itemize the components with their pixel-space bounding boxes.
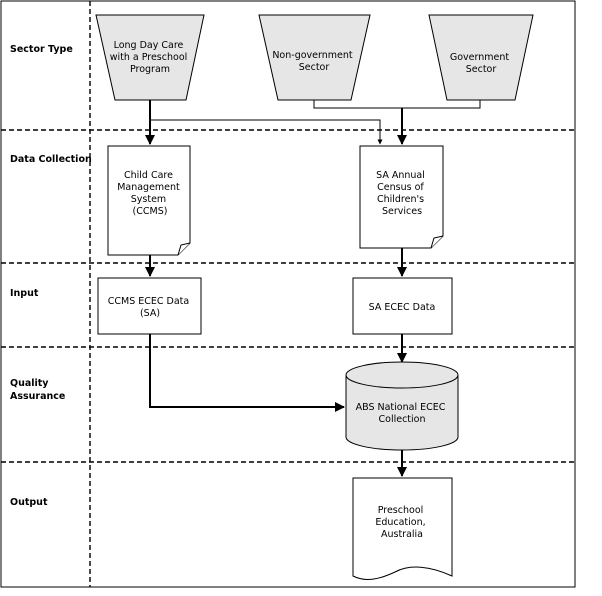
svg-text:CCMS ECEC Data (SA): CCMS ECEC Data (SA)	[108, 296, 193, 319]
svg-text:Long Day Care with a Pre: Long Day Care with a Preschool Program	[110, 40, 191, 75]
government-sector-node: Government Sector	[428, 14, 534, 101]
svg-text:Preschool Education,: Preschool Education, Australia	[375, 505, 428, 540]
ccms-document-node: Child Care Management System (CCMS)	[107, 145, 191, 256]
non-government-sector-node: Non-government Sector	[258, 14, 371, 101]
row-label-input: Input	[10, 288, 39, 299]
svg-text:ABS National ECEC Collec: ABS National ECEC Collection	[356, 402, 449, 425]
row-label-quality-assurance: Quality Assurance	[10, 378, 65, 402]
abs-national-collection-database: ABS National ECEC Collection	[345, 361, 459, 451]
row-label-sector-type: Sector Type	[10, 44, 73, 55]
row-label-output: Output	[10, 497, 48, 508]
sectors-join-line	[313, 100, 481, 109]
sa-census-document-node: SA Annual Census of Children's Services	[359, 145, 444, 249]
svg-text:SA ECEC Data: SA ECEC Data	[369, 302, 436, 313]
svg-text:Non-government Sector: Non-government Sector	[272, 50, 355, 73]
svg-text:Government Sector: Government Sector	[450, 52, 512, 75]
ccms-ecec-data-node: CCMS ECEC Data (SA)	[97, 277, 202, 335]
svg-text:Child Care Management: Child Care Management System (CCMS)	[117, 170, 183, 217]
long-day-care-node: Long Day Care with a Preschool Program	[95, 14, 205, 101]
svg-text:SA Annual Census of: SA Annual Census of Children's Services	[376, 170, 428, 217]
diagram-border	[0, 0, 576, 588]
preschool-education-output-document: Preschool Education, Australia	[352, 477, 453, 580]
row-label-data-collection: Data Collection	[10, 154, 92, 165]
ccms-ecec-to-abs-arrow	[149, 334, 345, 412]
sa-ecec-data-node: SA ECEC Data	[352, 277, 453, 335]
ldc-to-census-arrow	[150, 119, 383, 145]
